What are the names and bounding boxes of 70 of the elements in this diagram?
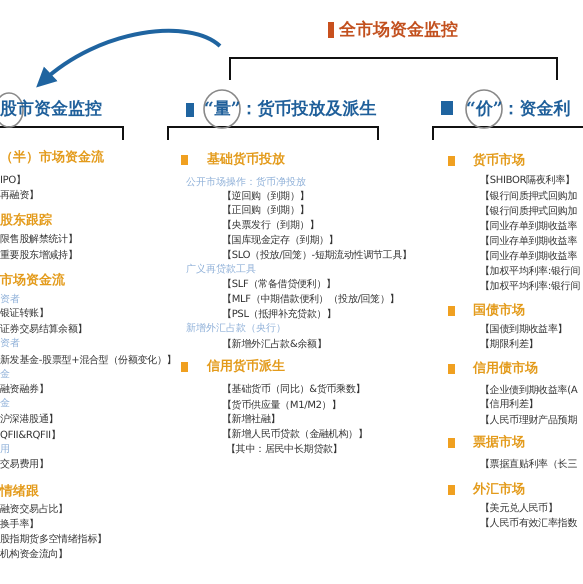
indicator-item: 新发基金-股票型+混合型（份额变化）】 <box>0 354 176 368</box>
category-heading: 国债市场 <box>473 302 525 320</box>
category-heading: 市场资金流 <box>0 272 65 290</box>
category-heading: 票据市场 <box>473 434 525 452</box>
subcategory-label: 金 <box>0 397 10 411</box>
indicator-item: 【人民币有效汇率指数 <box>480 517 578 531</box>
indicator-item: QFII&RQFII】 <box>0 429 60 443</box>
indicator-item: 【SLF（常备借贷便利）】 <box>222 278 336 292</box>
indicator-item: 银证转账】 <box>0 307 49 321</box>
indicator-item: 【央票发行（到期）】 <box>222 219 320 233</box>
category-heading: 信用货币派生 <box>207 358 285 376</box>
indicator-item: 【基础货币（同比）&货币乘数】 <box>222 383 366 397</box>
category-heading: 外汇市场 <box>473 481 525 499</box>
indicator-item: 【人民币理财产品预期 <box>480 414 578 428</box>
indicator-item: 融资交易占比】 <box>0 503 68 517</box>
indicator-item: 机构资金流向】 <box>0 548 68 562</box>
indicator-item: 【逆回购（到期）】 <box>222 190 310 204</box>
indicator-item: 【同业存单到期收益率 <box>480 250 578 264</box>
subcategory-label: 金 <box>0 368 10 382</box>
indicator-item: 【票据直贴利率（长三 <box>480 458 578 472</box>
indicator-item: 【同业存单到期收益率 <box>480 220 578 234</box>
connector-line <box>229 57 408 80</box>
indicator-item: 【银行间质押式回购加 <box>480 205 578 219</box>
curved-arrow <box>36 28 222 88</box>
connector-line <box>408 57 558 80</box>
indicator-item: 【信用利差】 <box>480 398 538 412</box>
indicator-item: 【PSL（抵押补充贷款）】 <box>222 308 336 322</box>
indicator-item: 【新增外汇占款&余额】 <box>222 338 326 352</box>
category-heading: 货币市场 <box>473 152 525 170</box>
indicator-item: 沪深港股通】 <box>0 413 58 427</box>
subcategory-label: 广义再贷款工具 <box>186 263 256 277</box>
indicator-item: 【加权平均利率:银行间 <box>480 280 580 294</box>
subcategory-label: 资者 <box>0 293 20 307</box>
indicator-item: 【正回购（到期）】 <box>222 204 310 218</box>
indicator-item: 【加权平均利率:银行间 <box>480 265 580 279</box>
subcategory-label: 公开市场操作：货币净投放 <box>186 176 306 190</box>
indicator-item: 【国债到期收益率】 <box>480 323 568 337</box>
indicator-item: 再融资】 <box>0 189 39 203</box>
indicator-item: 【其中：居民中长期贷款】 <box>226 443 342 457</box>
indicator-item: 【SLO（投放/回笼）-短期流动性调节工具】 <box>222 249 412 263</box>
subcategory-label: 用 <box>0 443 10 457</box>
indicator-item: 【同业存单到期收益率 <box>480 235 578 249</box>
indicator-item: 融资融券】 <box>0 383 49 397</box>
indicator-item: 【新增社融】 <box>222 413 280 427</box>
category-heading: （半）市场资金流 <box>0 149 104 167</box>
indicator-item: 【期限利差】 <box>480 338 538 352</box>
category-heading: 基础货币投放 <box>207 151 285 169</box>
indicator-item: 【美元兑人民币】 <box>480 502 558 516</box>
title-text: 全市场资金监控 <box>325 18 490 58</box>
section-header: “量”：货币投放及派生 <box>204 80 404 126</box>
indicator-item: 重要股东增减持】 <box>0 249 78 263</box>
indicator-item: 【企业债到期收益率(A <box>480 384 578 398</box>
category-heading: 股东跟踪 <box>0 212 52 230</box>
indicator-item: 交易费用】 <box>0 458 49 472</box>
indicator-item: IPO】 <box>0 174 26 188</box>
category-heading: 信用债市场 <box>473 360 538 378</box>
indicator-item: 【银行间质押式回购加 <box>480 190 578 204</box>
section-header: “价”：资金利 <box>466 80 583 126</box>
indicator-item: 股指期货多空情绪指标】 <box>0 533 107 547</box>
indicator-item: 证券交易结算余额】 <box>0 323 88 337</box>
subcategory-label: 资者 <box>0 337 20 351</box>
indicator-item: 【MLF（中期借款便利）（投放/回笼）】 <box>222 293 400 307</box>
indicator-item: 换手率】 <box>0 518 39 532</box>
indicator-item: 限售股解禁统计】 <box>0 233 78 247</box>
indicator-item: 【货币供应量（M1/M2）】 <box>222 399 342 413</box>
section-header: 股市资金监控 <box>0 88 150 126</box>
subcategory-label: 新增外汇占款（央行） <box>186 322 286 336</box>
indicator-item: 【新增人民币贷款（金融机构）】 <box>222 428 368 442</box>
indicator-item: 【SHIBOR隔夜利率】 <box>480 174 575 188</box>
indicator-item: 【国库现金定存（到期）】 <box>222 234 338 248</box>
